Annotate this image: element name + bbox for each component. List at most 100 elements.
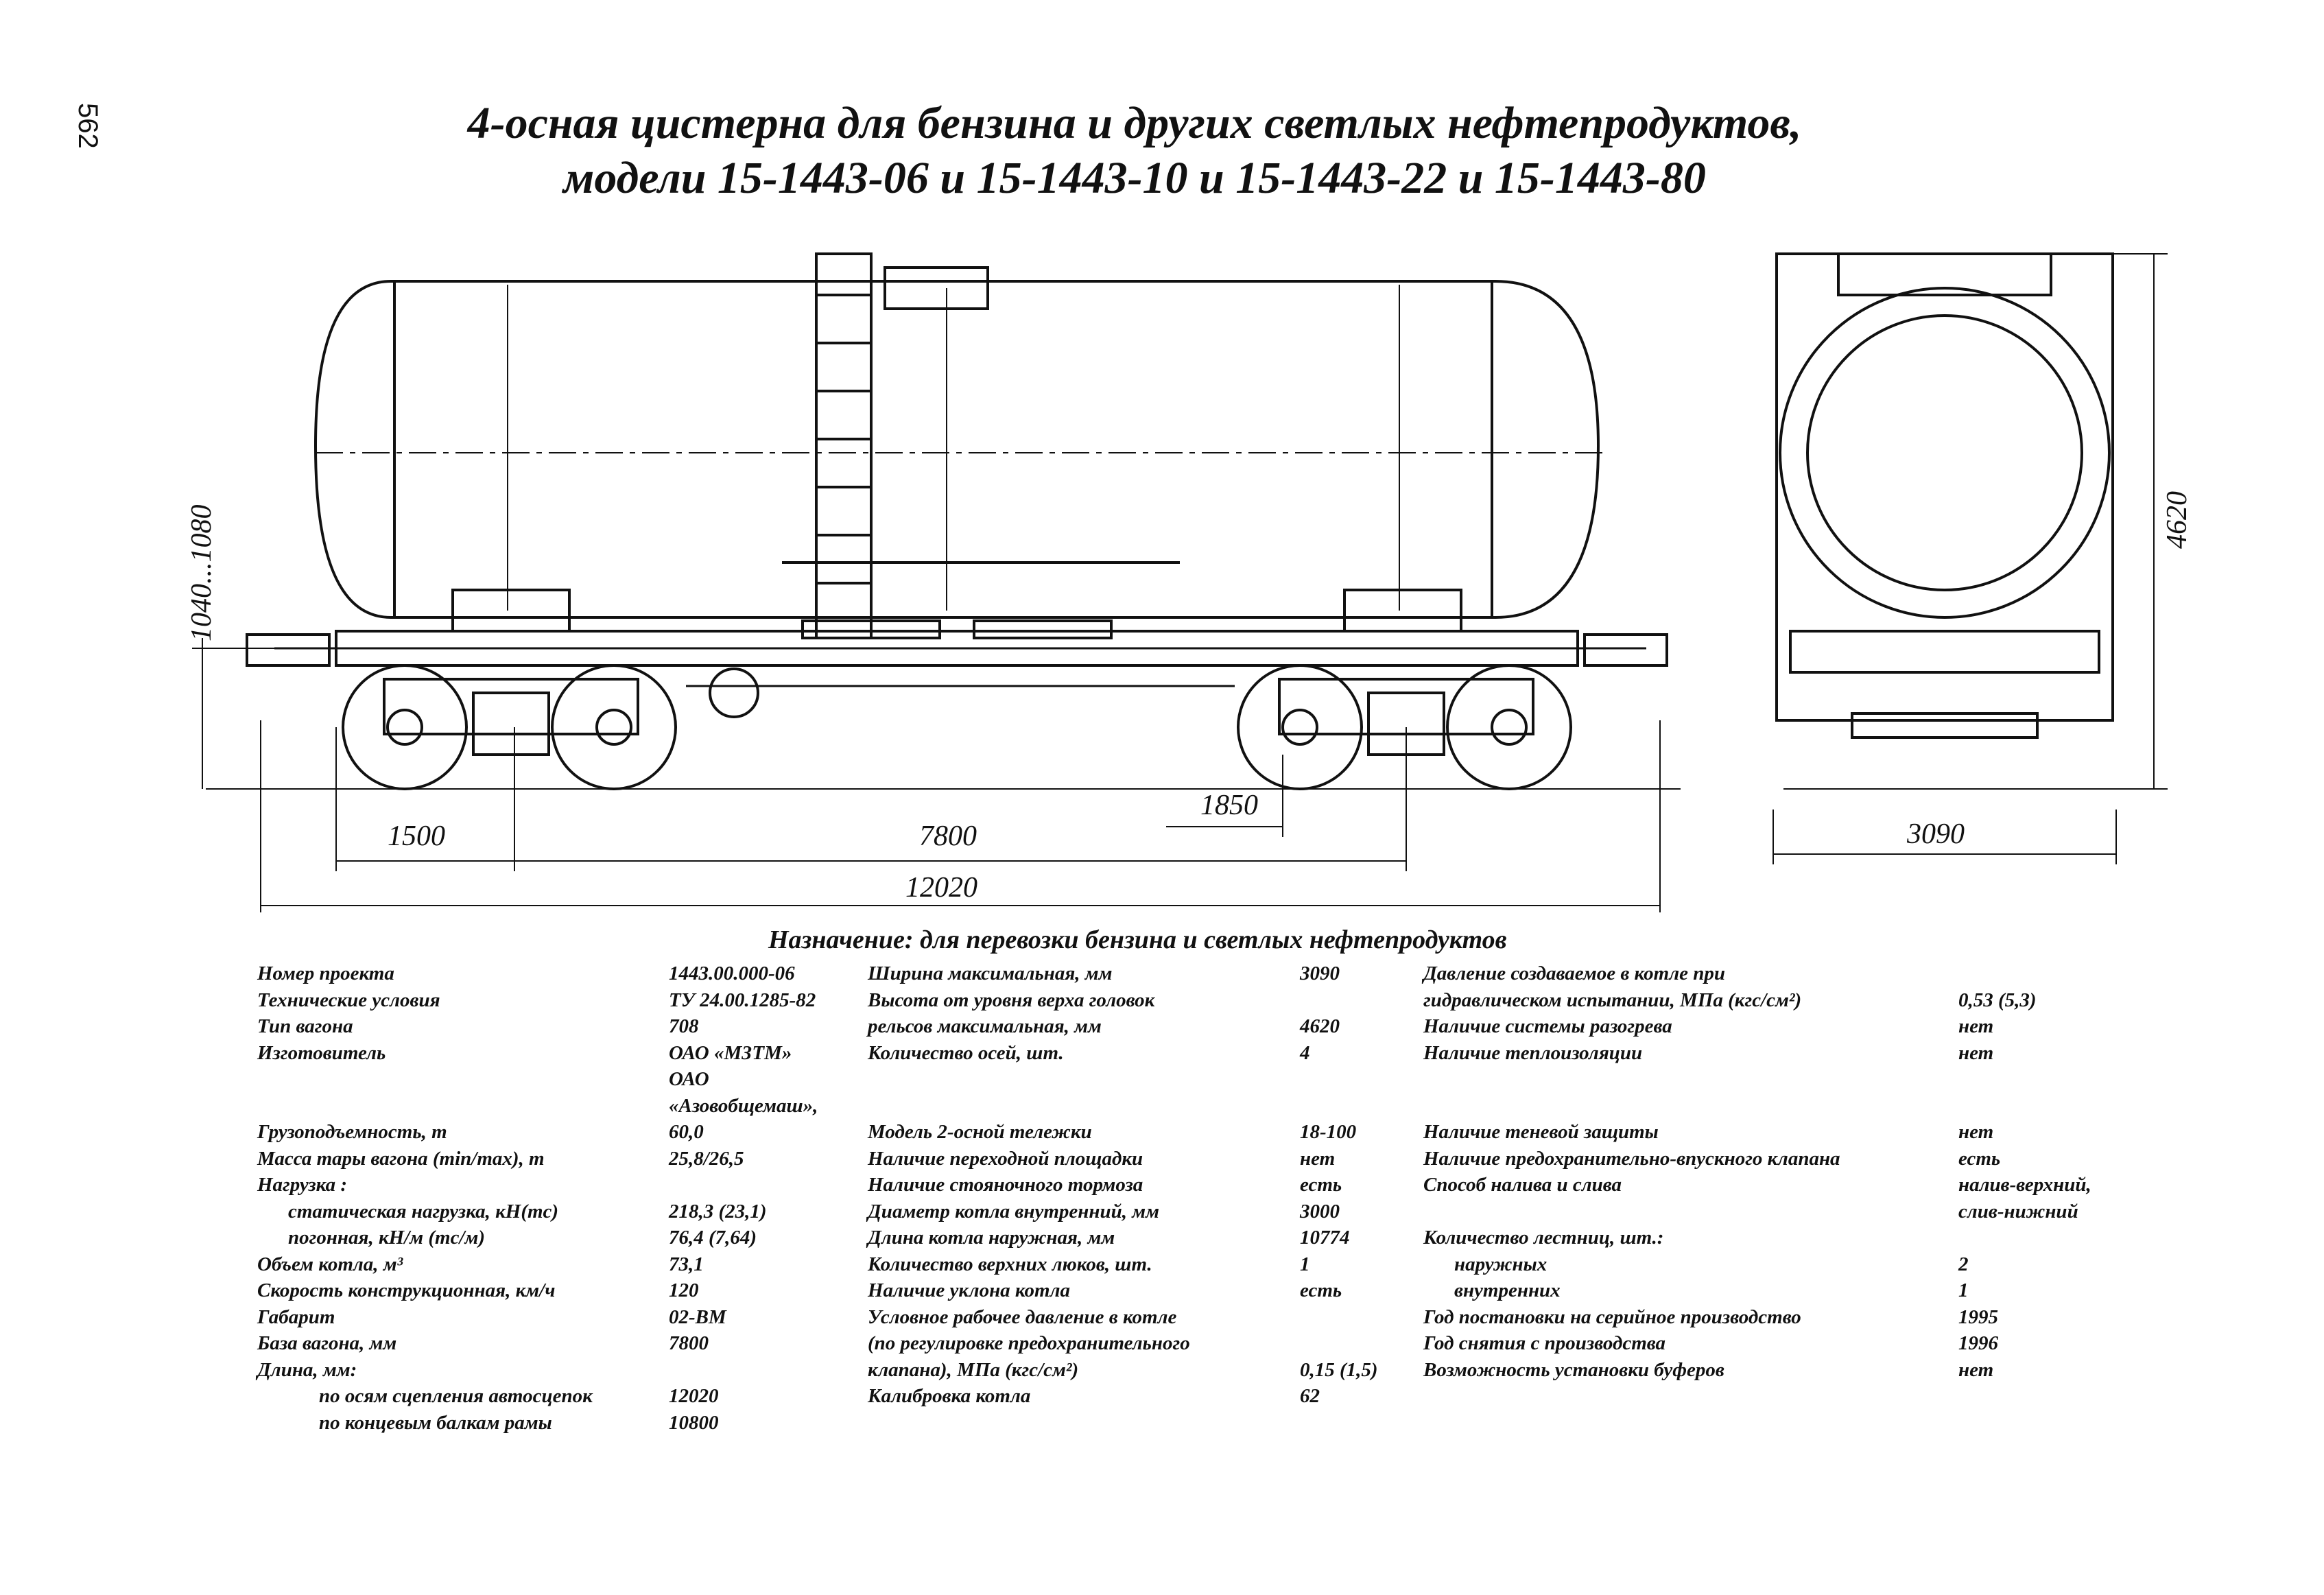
spec-label: Изготовитель <box>257 1041 386 1064</box>
spec-value: 218,3 (23,1) <box>669 1200 767 1222</box>
spec-label: внутренних <box>1454 1279 1561 1301</box>
spec-label: Модель 2-осной тележки <box>868 1121 1092 1143</box>
dome-hatch <box>884 266 989 310</box>
end-view-tank-inner <box>1806 314 2083 591</box>
spec-value: 25,8/26,5 <box>669 1147 744 1170</box>
spec-value: ОАО «МЗТМ» <box>669 1041 792 1064</box>
end-view-frame <box>1775 252 2114 722</box>
page-title-line-1: 4-осная цистерна для бензина и других св… <box>467 98 1802 148</box>
spec-value: 708 <box>669 1015 699 1037</box>
spec-label: Номер проекта <box>257 962 394 984</box>
spec-label: Объем котла, м³ <box>257 1253 403 1275</box>
spec-label: по концевым балкам рамы <box>319 1411 552 1434</box>
spec-value: нет <box>1958 1041 1994 1064</box>
spec-label: статическая нагрузка, кН(тс) <box>288 1200 559 1222</box>
coupler-left <box>246 633 331 667</box>
spec-value: есть <box>1300 1174 1342 1196</box>
spec-value: 4620 <box>1300 1015 1340 1037</box>
dimension-4620: 4620 <box>2161 491 2193 549</box>
spec-label: Нагрузка : <box>257 1174 348 1196</box>
spec-label: Количество верхних люков, шт. <box>868 1253 1152 1275</box>
spec-column-3: Давление создаваемое в котле при гидравли… <box>1423 960 2137 1454</box>
spec-value: 1995 <box>1958 1305 1998 1328</box>
spec-value: 1443.00.000-06 <box>669 962 795 984</box>
dimension-3090: 3090 <box>1907 818 1965 850</box>
spec-label: Год снятия с производства <box>1423 1332 1666 1354</box>
spec-value: 10774 <box>1300 1227 1350 1249</box>
spec-label: Наличие теневой защиты <box>1423 1121 1659 1143</box>
spec-label: Количество осей, шт. <box>868 1041 1064 1064</box>
spec-value: 10800 <box>669 1411 719 1434</box>
spec-value: ТУ 24.00.1285-82 <box>669 989 816 1011</box>
purpose-heading: Назначение: для перевозки бензина и свет… <box>768 925 1507 954</box>
wheel <box>1237 664 1363 790</box>
spec-label: Диаметр котла внутренний, мм <box>868 1200 1159 1222</box>
spec-value: есть <box>1958 1147 2001 1170</box>
spec-value: нет <box>1958 1121 1994 1143</box>
coupler-right <box>1583 633 1668 667</box>
spec-label: Наличие системы разогрева <box>1423 1015 1672 1037</box>
spec-value: 2 <box>1958 1253 1969 1275</box>
spec-label: Наличие переходной площадки <box>868 1147 1143 1170</box>
spec-value: нет <box>1300 1147 1336 1170</box>
spec-value: 1996 <box>1958 1332 1998 1354</box>
spec-value: есть <box>1300 1279 1342 1301</box>
spec-value: 120 <box>669 1279 699 1301</box>
spec-label: Наличие стояночного тормоза <box>868 1174 1143 1196</box>
spec-label: Наличие уклона котла <box>868 1279 1070 1301</box>
spec-value: нет <box>1958 1015 1994 1037</box>
spec-label: клапана), МПа (кгс/см²) <box>868 1358 1079 1381</box>
spec-value: 0,15 (1,5) <box>1300 1358 1378 1381</box>
spec-label: Тип вагона <box>257 1015 353 1037</box>
page-title-line-2: модели 15-1443-06 и 15-1443-10 и 15-1443… <box>563 153 1706 203</box>
spec-label: Масса тары вагона (min/max), т <box>257 1147 545 1170</box>
spec-value: 4 <box>1300 1041 1310 1064</box>
spec-label: Возможность установки буферов <box>1423 1358 1724 1381</box>
spec-label: гидравлическом испытании, МПа (кгс/см²) <box>1423 989 1802 1011</box>
spec-label: База вагона, мм <box>257 1332 397 1354</box>
spec-label: погонная, кН/м (тс/м) <box>288 1227 486 1249</box>
spec-value: 76,4 (7,64) <box>669 1227 757 1249</box>
spec-value: 12020 <box>669 1385 719 1407</box>
spec-value: 3090 <box>1300 962 1340 984</box>
spec-label: Технические условия <box>257 989 440 1011</box>
spec-value: ОАО <box>669 1068 709 1090</box>
spec-label: Габарит <box>257 1305 335 1328</box>
end-view-tank-outer <box>1779 287 2111 619</box>
spec-label: Грузоподъемность, т <box>257 1121 447 1143</box>
spec-label: Ширина максимальная, мм <box>868 962 1113 984</box>
spec-value: 7800 <box>669 1332 709 1354</box>
spec-label: Наличие предохранительно-впускного клапа… <box>1423 1147 1840 1170</box>
spec-label: Калибровка котла <box>868 1385 1031 1407</box>
spec-value: «Азовобщемаш», <box>669 1094 818 1117</box>
spec-label: Скорость конструкционная, км/ч <box>257 1279 556 1301</box>
spec-value: 3000 <box>1300 1200 1340 1222</box>
dimension-1500: 1500 <box>388 820 445 852</box>
spec-label: Количество лестниц, шт.: <box>1423 1227 1664 1249</box>
spec-value: 0,53 (5,3) <box>1958 989 2037 1011</box>
dimension-1850: 1850 <box>1200 790 1258 821</box>
dimension-12020: 12020 <box>905 872 977 903</box>
spec-label: Длина котла наружная, мм <box>868 1227 1115 1249</box>
spec-value: 60,0 <box>669 1121 704 1143</box>
spec-value: 73,1 <box>669 1253 704 1275</box>
spec-label: Высота от уровня верха головок <box>868 989 1155 1011</box>
spec-label: наружных <box>1454 1253 1548 1275</box>
spec-value: 18-100 <box>1300 1121 1357 1143</box>
spec-value: 02-ВМ <box>669 1305 726 1328</box>
spec-label: (по регулировке предохранительного <box>868 1332 1190 1354</box>
spec-value: слив-нижний <box>1958 1200 2078 1222</box>
spec-label: рельсов максимальная, мм <box>868 1015 1102 1037</box>
spec-label: Год постановки на серийное производство <box>1423 1305 1801 1328</box>
wheel <box>551 664 677 790</box>
dimension-height-range: 1040...1080 <box>186 504 217 642</box>
tank-shell <box>313 280 1600 619</box>
spec-label: Условное рабочее давление в котле <box>868 1305 1177 1328</box>
dimension-7800: 7800 <box>919 820 977 852</box>
spec-label: Давление создаваемое в котле при <box>1423 962 1725 984</box>
spec-value: 1 <box>1300 1253 1310 1275</box>
spec-label: Способ налива и слива <box>1423 1174 1622 1196</box>
